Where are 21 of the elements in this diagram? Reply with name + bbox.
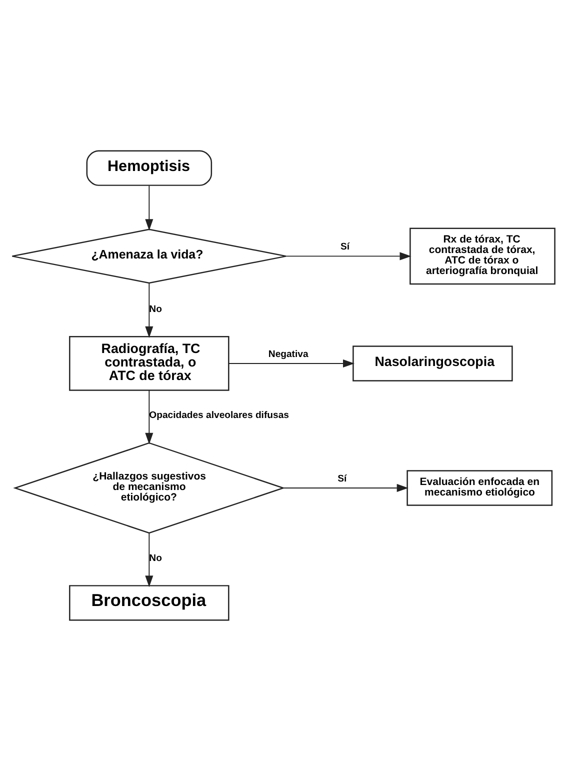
arrow (145, 184, 154, 230)
node-diamond: ¿Hallazgos sugestivos de mecanismo etiológico? (13, 442, 286, 534)
node-box: Evaluación enfocada en mecanismo etiológico (406, 470, 553, 506)
node-diamond: ¿Amenaza la vida? (12, 228, 287, 284)
node-box: Broncoscopia (69, 584, 230, 620)
node-box: Nasolaringoscopia (352, 345, 513, 381)
edge-label: Negativa (268, 348, 308, 360)
edge-label: Sí (340, 240, 350, 252)
edge-label: No (149, 552, 162, 564)
arrow (145, 282, 154, 338)
node-box: Rx de tórax, TC contrastada de tórax, ATC de tórax o arteriografía bronquial (410, 227, 556, 284)
edge-label: Sí (338, 472, 347, 484)
arrow (283, 483, 408, 492)
arrow (228, 358, 355, 367)
edge-label: No (149, 303, 162, 314)
node-box: Radiografía, TC contrastada, o ATC de tórax (69, 336, 230, 390)
edge-label: Opacidades alveolares difusas (149, 410, 289, 421)
arrow (145, 532, 154, 587)
arrow (145, 389, 154, 444)
arrow (286, 252, 412, 260)
node-box: Hemoptisis (86, 150, 212, 186)
